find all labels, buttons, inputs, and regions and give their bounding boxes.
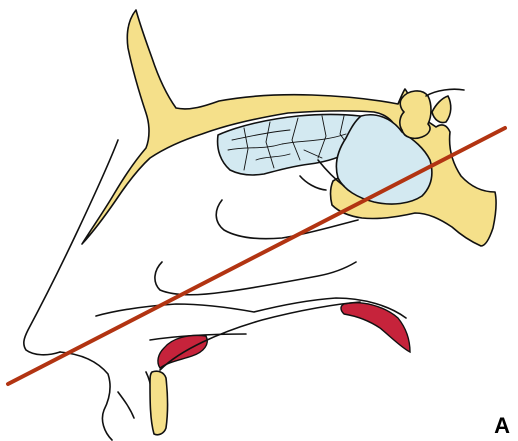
- clivus-outline: [426, 89, 464, 96]
- pituitary-gland: [400, 91, 431, 138]
- rostrum-line: [300, 176, 326, 190]
- middle-turbinate: [155, 262, 356, 295]
- palate-mucosa-posterior: [341, 303, 410, 352]
- nasal-dorsum-profile: [24, 140, 118, 355]
- upper-lip-outline: [118, 392, 134, 418]
- palate-mucosa-anterior: [158, 336, 207, 369]
- dorsum-sellae: [432, 96, 451, 123]
- panel-label: A: [494, 415, 510, 437]
- premaxilla-bone: [150, 371, 168, 435]
- nostril-ala-outline: [60, 352, 112, 440]
